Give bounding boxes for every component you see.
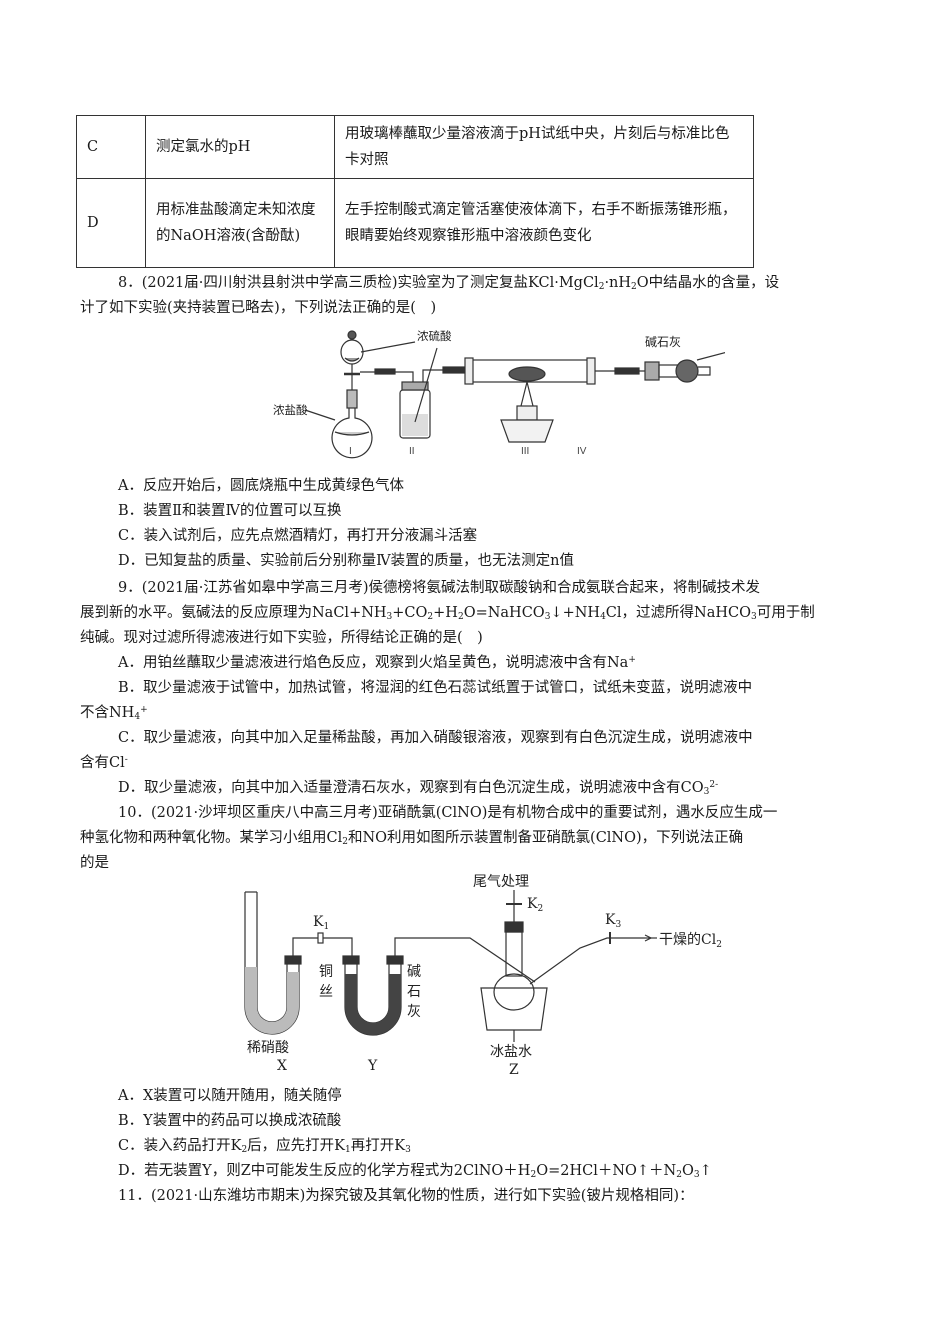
q8-stem-line2: 计了如下实验(夹持装置已略去)，下列说法正确的是( ) <box>80 300 437 316</box>
q9-stem-line1: 9．(2021届·江苏省如皋中学高三月考)侯德榜将氨碱法制取碳酸钠和合成氨联合起… <box>118 580 761 596</box>
q10-option-c: C．装入药品打开K2后，应先打开K1再打开K3 <box>118 1138 411 1155</box>
label-y: Y <box>367 1058 378 1074</box>
label-k1: K1 <box>313 914 329 932</box>
label-soda-lime-1: 碱 <box>407 964 421 980</box>
q10-stem-line1: 10．(2021·沙坪坝区重庆八中高三月考)亚硝酰氯(ClNO)是有机物合成中的… <box>118 805 778 821</box>
q9-option-a: A．用铂丝蘸取少量滤液进行焰色反应，观察到火焰呈黄色，说明滤液中含有Na+ <box>118 655 636 671</box>
q10-option-d: D．若无装置Y，则Z中可能发生反应的化学方程式为2ClNO＋H2O=2HCl＋N… <box>118 1163 712 1180</box>
label-soda-lime-3: 灰 <box>407 1004 421 1020</box>
q8-apparatus-figure: 浓硫酸 浓盐酸 I II III IV <box>273 329 725 459</box>
label-k3: K3 <box>605 912 621 930</box>
label-apparatus-ii: II <box>409 446 415 457</box>
q8-option-a: A．反应开始后，圆底烧瓶中生成黄绿色气体 <box>118 478 404 494</box>
label-copper-wire-1: 铜 <box>319 964 333 980</box>
label-conc-hcl: 浓盐酸 <box>273 403 308 417</box>
q10-stem-line2: 种氢化物和两种氧化物。某学习小组用Cl2和NO利用如图所示装置制备亚硝酰氯(Cl… <box>80 830 744 847</box>
label-ice-salt-water: 冰盐水 <box>490 1044 532 1060</box>
q9-option-c-line1: C．取少量滤液，向其中加入足量稀盐酸，再加入硝酸银溶液，观察到有白色沉淀生成，说… <box>118 730 753 746</box>
experiment-cell: 测定氯水的pH <box>145 115 335 179</box>
table-row: D 用标准盐酸滴定未知浓度的NaOH溶液(含酚酞) 左手控制酸式滴定管活塞使液体… <box>76 178 754 268</box>
q10-stem-line3: 的是 <box>80 855 109 871</box>
label-apparatus-i: I <box>349 446 352 457</box>
experiment-table: C 测定氯水的pH 用玻璃棒蘸取少量溶液滴于pH试纸中央，片刻后与标准比色卡对照… <box>76 115 754 268</box>
operation-cell: 左手控制酸式滴定管活塞使液体滴下，右手不断振荡锥形瓶，眼睛要始终观察锥形瓶中溶液… <box>334 178 754 268</box>
label-soda-lime-2: 石 <box>407 984 421 1000</box>
label-z: Z <box>509 1062 519 1078</box>
q8-stem-line1: 8．(2021届·四川射洪县射洪中学高三质检)实验室为了测定复盐KCl·MgCl… <box>118 275 780 292</box>
q10-apparatus-figure: 尾气处理 K1 K2 K3 干燥的Cl2 铜 丝 碱 石 灰 稀硝酸 冰盐水 X… <box>244 874 722 1078</box>
q11-stem-line1: 11．(2021·山东潍坊市期末)为探究铍及其氧化物的性质，进行如下实验(铍片规… <box>118 1188 694 1204</box>
q9-stem-line2: 展到新的水平。氨碱法的反应原理为NaCl+NH3+CO2+H2O=NaHCO3↓… <box>80 605 815 622</box>
label-soda-lime: 碱石灰 <box>645 335 682 349</box>
option-cell: D <box>76 178 146 268</box>
q8-option-c: C．装入试剂后，应先点燃酒精灯，再打开分液漏斗活塞 <box>118 528 478 544</box>
q8-option-b: B．装置Ⅱ和装置Ⅳ的位置可以互换 <box>118 503 342 519</box>
label-conc-sulfuric: 浓硫酸 <box>417 329 452 343</box>
q10-option-a: A．X装置可以随开随用，随关随停 <box>118 1088 342 1104</box>
label-tail-gas: 尾气处理 <box>473 874 529 890</box>
option-cell: C <box>76 115 146 179</box>
q9-option-b-line1: B．取少量滤液于试管中，加热试管，将湿润的红色石蕊试纸置于试管口，试纸未变蓝，说… <box>118 680 753 696</box>
q9-option-c-line2: 含有Cl- <box>80 755 128 771</box>
label-k2: K2 <box>527 896 543 914</box>
label-dry-cl2: 干燥的Cl2 <box>659 932 722 950</box>
label-x: X <box>277 1058 287 1074</box>
q8-option-d: D．已知复盐的质量、实验前后分别称量Ⅳ装置的质量，也无法测定n值 <box>118 553 574 569</box>
operation-cell: 用玻璃棒蘸取少量溶液滴于pH试纸中央，片刻后与标准比色卡对照 <box>334 115 754 179</box>
label-apparatus-iv: IV <box>577 446 587 457</box>
q10-option-b: B．Y装置中的药品可以换成浓硫酸 <box>118 1113 342 1129</box>
table-row: C 测定氯水的pH 用玻璃棒蘸取少量溶液滴于pH试纸中央，片刻后与标准比色卡对照 <box>76 115 754 179</box>
label-dilute-nitric: 稀硝酸 <box>247 1040 289 1056</box>
q9-option-d: D．取少量滤液，向其中加入适量澄清石灰水，观察到有白色沉淀生成，说明滤液中含有C… <box>118 780 719 797</box>
label-apparatus-iii: III <box>521 446 529 457</box>
label-copper-wire-2: 丝 <box>319 984 333 1000</box>
experiment-cell: 用标准盐酸滴定未知浓度的NaOH溶液(含酚酞) <box>145 178 335 268</box>
q9-option-b-line2: 不含NH4+ <box>80 705 148 722</box>
q9-stem-line3: 纯碱。现对过滤所得滤液进行如下实验，所得结论正确的是( ) <box>80 630 483 646</box>
